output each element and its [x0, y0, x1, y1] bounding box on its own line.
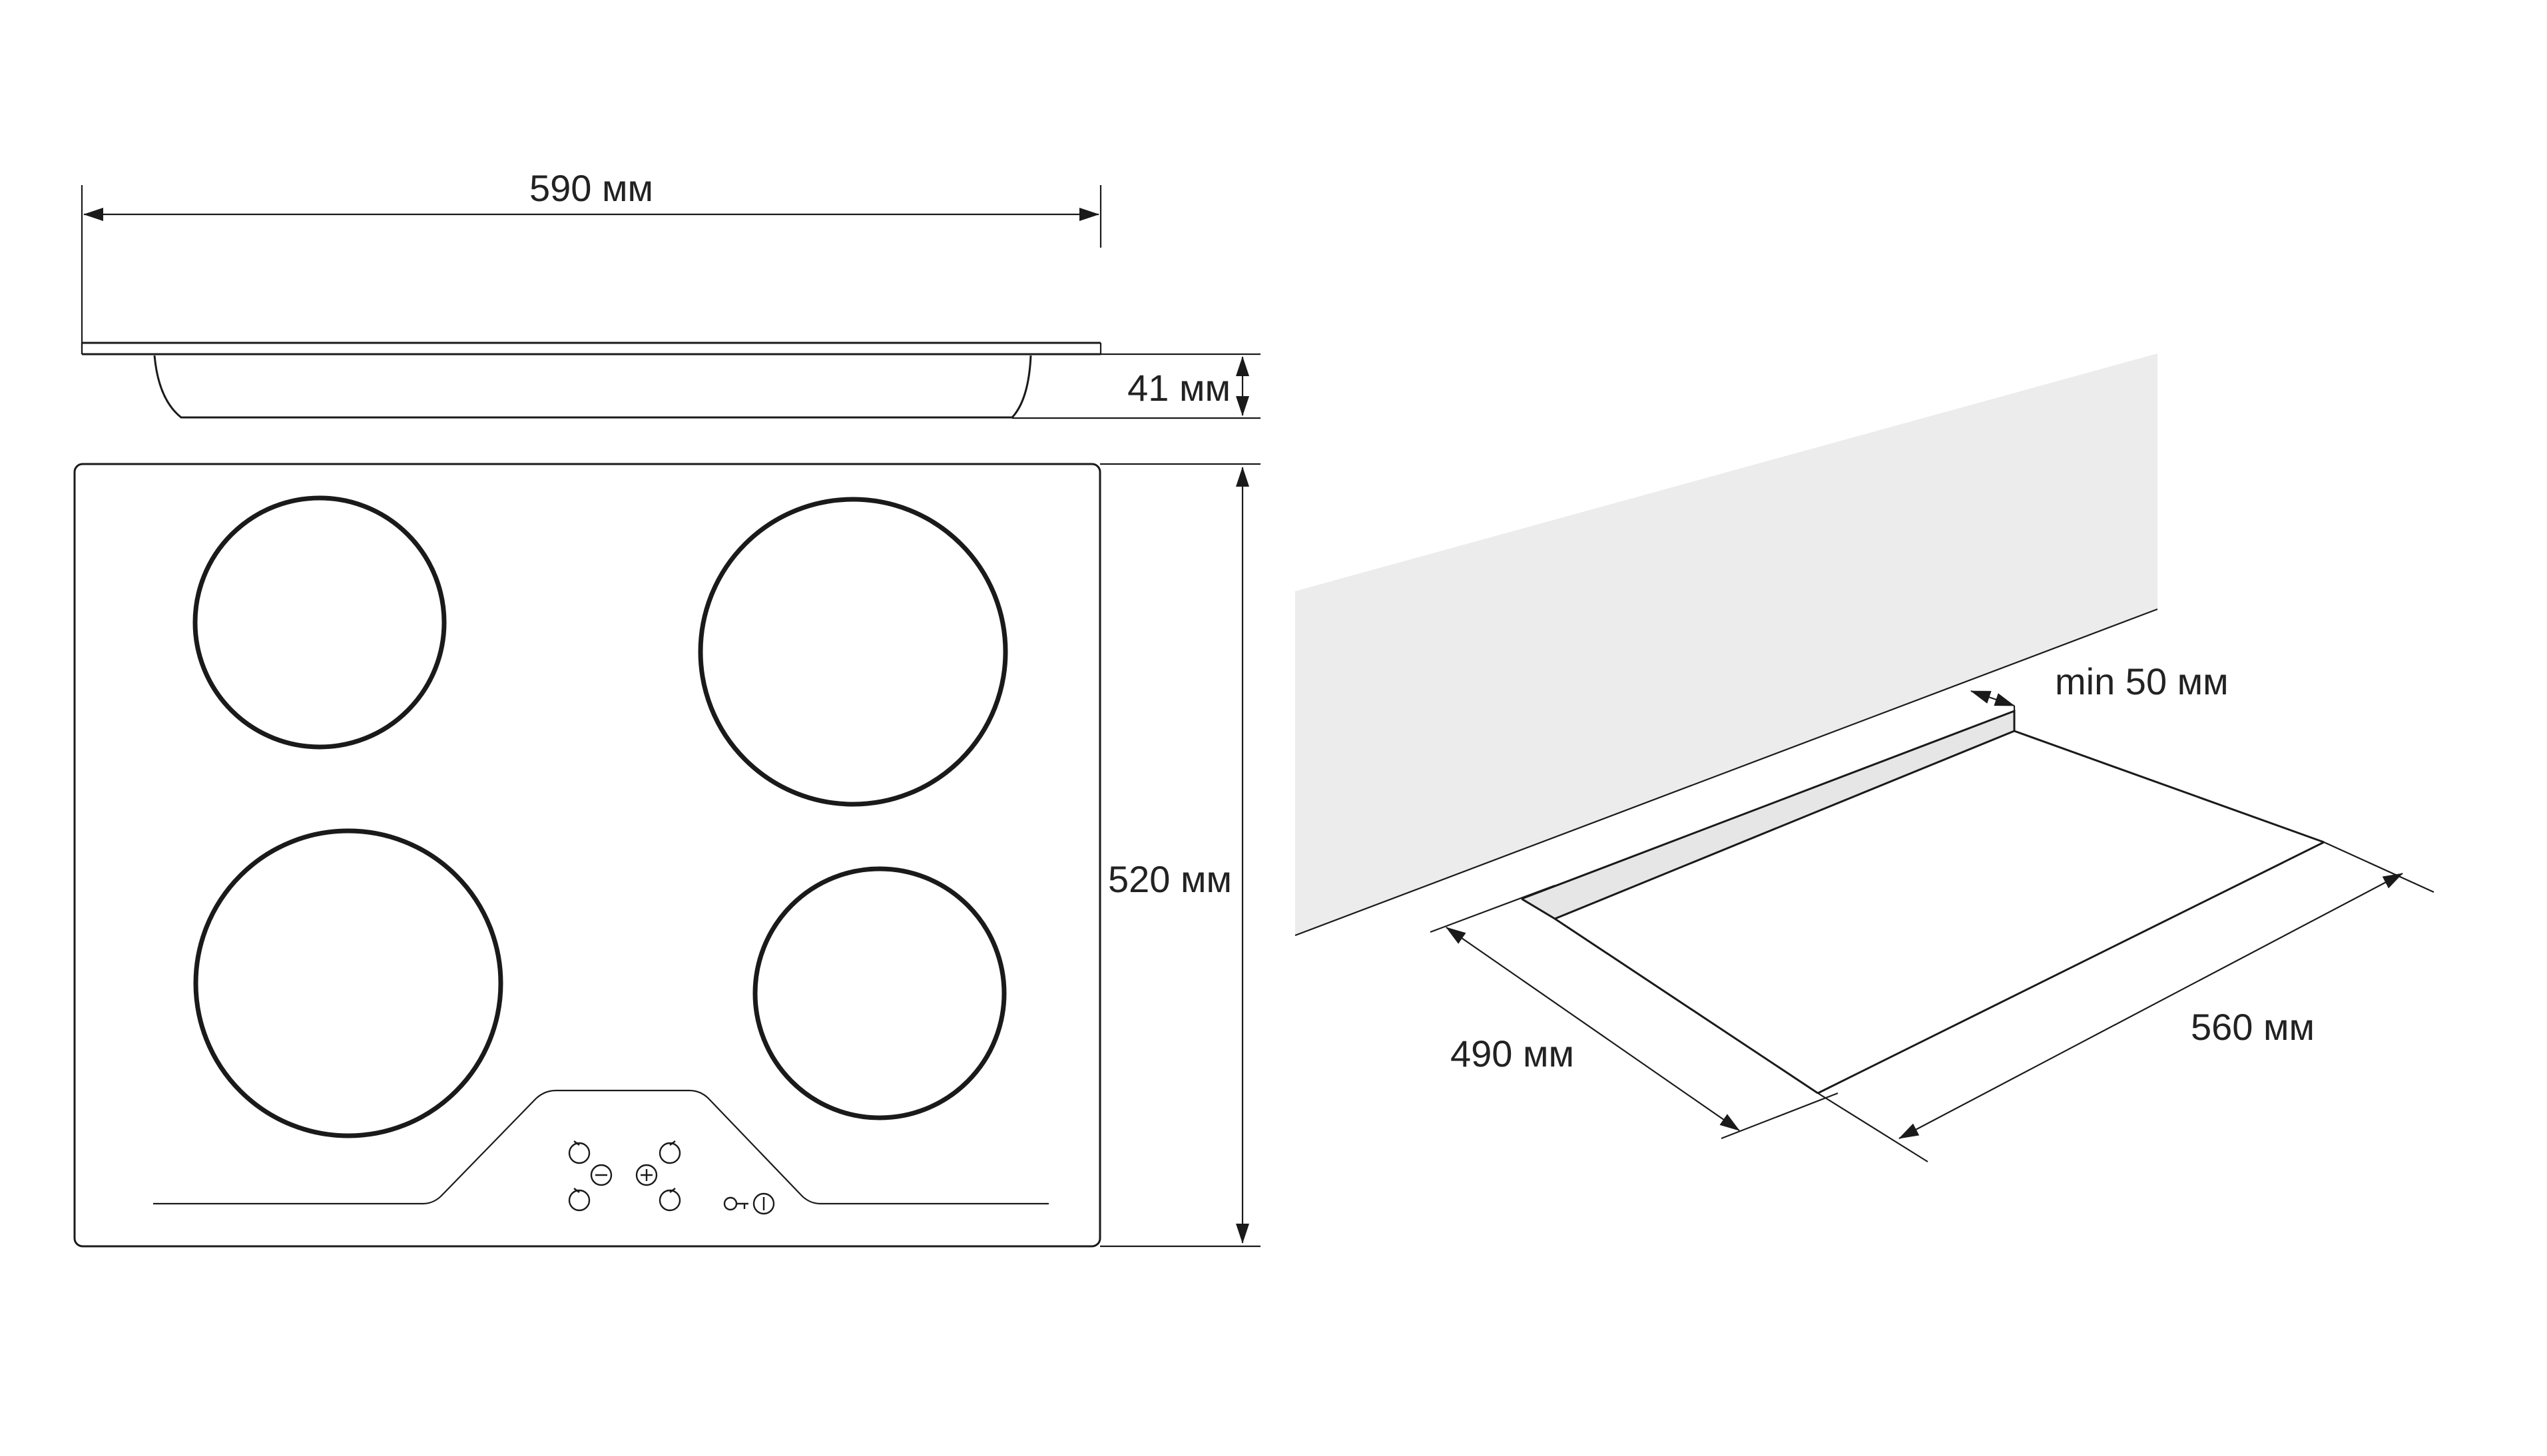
burner-bottom-right [752, 866, 1007, 1120]
plus-icon[interactable] [635, 1164, 658, 1186]
burner-bottom-left [193, 828, 503, 1138]
power-icon[interactable] [752, 1192, 775, 1215]
clearance-dimension-line [1970, 690, 2015, 707]
depth-label: 41 мм [1127, 367, 1231, 409]
hob-outline [73, 463, 1101, 1248]
cutout-front-edge [1817, 841, 2325, 1094]
cutout-right-edge-inner [2014, 730, 2325, 844]
cutout-width-label: 560 мм [2191, 1006, 2315, 1048]
burner-top-right [698, 497, 1008, 807]
control-panel-outline [153, 1089, 1049, 1205]
cutout-width-dimension-line [1898, 873, 2403, 1139]
cutout-recess [1522, 711, 2014, 919]
lock-icon[interactable] [723, 1196, 748, 1211]
timer-icon[interactable] [659, 1140, 681, 1164]
cutout-perspective: 490 мм 560 мм min 50 мм [1294, 354, 2434, 1162]
timer-icon[interactable] [659, 1188, 681, 1212]
length-label: 520 мм [1108, 858, 1232, 900]
hob-body-profile [153, 355, 1032, 419]
clearance-label: min 50 мм [2055, 660, 2229, 702]
extension-line-560-right [2323, 841, 2434, 893]
extension-line-490-front [1721, 1092, 1839, 1140]
extension-line-490-back [1430, 884, 1556, 933]
timer-icon[interactable] [568, 1188, 591, 1212]
extension-line-560-left [1817, 1092, 1928, 1162]
minus-icon[interactable] [590, 1164, 613, 1186]
cutout-depth-dimension-line [1446, 927, 1740, 1131]
countertop-back-edge [1294, 608, 2158, 937]
timer-icon[interactable] [568, 1140, 591, 1164]
side-view: 590 мм 41 мм [81, 167, 1261, 419]
wall [1295, 354, 2157, 935]
cutout-depth-label: 490 мм [1450, 1033, 1574, 1075]
cutout-inner-back-line [1554, 730, 2015, 920]
width-label: 590 мм [529, 167, 653, 209]
burner-top-left [192, 495, 447, 750]
top-view: 520 мм [73, 463, 1261, 1248]
control-buttons [568, 1140, 775, 1215]
